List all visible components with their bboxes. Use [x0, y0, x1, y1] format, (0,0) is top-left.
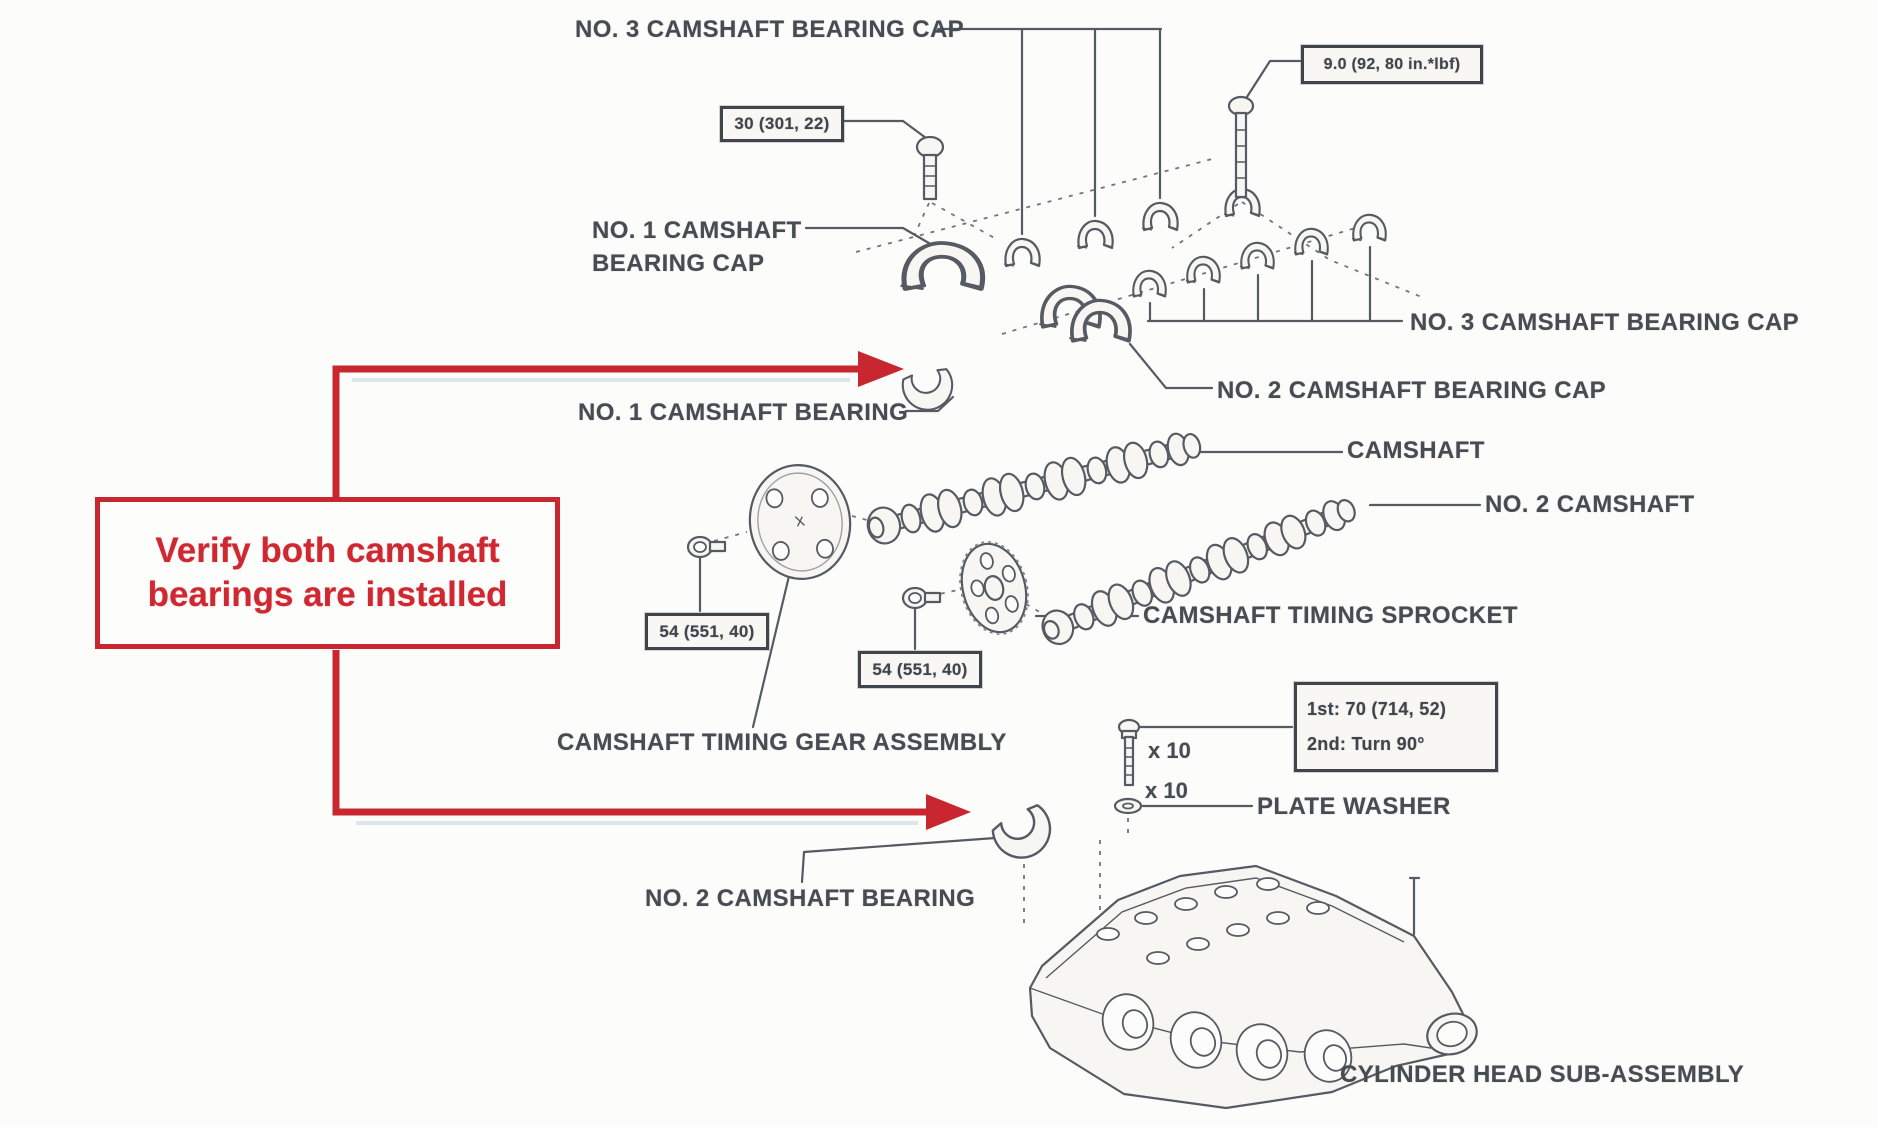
- timing-sprocket-bolt: [901, 586, 942, 610]
- label-head-bolt-quantity: x 10: [1148, 738, 1191, 763]
- camshaft-timing-gear-assembly-part: [748, 464, 852, 580]
- no2-camshaft-part: [1041, 499, 1356, 646]
- no1-camshaft-bearing-cap-part: [901, 243, 983, 289]
- cylinder-head-sub-assembly-part: [1028, 864, 1478, 1110]
- torque-spec-head-bolt-sequence: 1st: 70 (714, 52) 2nd: Turn 90°: [1294, 682, 1498, 772]
- label-camshaft-timing-gear-assembly: CAMSHAFT TIMING GEAR ASSEMBLY: [557, 729, 1007, 756]
- label-no3-bearing-cap-top: NO. 3 CAMSHAFT BEARING CAP: [575, 16, 965, 43]
- bearing-cap-bolt: [915, 135, 945, 201]
- small-cap-bolt: [1227, 95, 1255, 199]
- torque-spec-timing-gear-bolt: 54 (551, 40): [645, 613, 769, 650]
- cylinder-head-bolt: [1117, 718, 1141, 787]
- verify-bearings-note-line2: bearings are installed: [147, 575, 508, 614]
- no2-camshaft-bearing-cap-part: [1037, 284, 1132, 343]
- label-cylinder-head-sub-assembly: CYLINDER HEAD SUB-ASSEMBLY: [1340, 1061, 1745, 1088]
- label-plate-washer-quantity: x 10: [1145, 778, 1188, 803]
- label-no1-bearing-cap: NO. 1 CAMSHAFT BEARING CAP: [592, 214, 802, 280]
- plate-washer-part: [1113, 797, 1143, 815]
- label-no1-camshaft-bearing: NO. 1 CAMSHAFT BEARING: [578, 399, 909, 426]
- torque-spec-small-cap-bolt: 9.0 (92, 80 in.*lbf): [1301, 45, 1483, 84]
- torque-spec-head-bolt-step2: 2nd: Turn 90°: [1307, 734, 1425, 754]
- label-no2-bearing-cap: NO. 2 CAMSHAFT BEARING CAP: [1217, 377, 1607, 404]
- verify-bearings-note: Verify both camshaft bearings are instal…: [95, 497, 560, 649]
- label-no1-bearing-cap-line2: BEARING CAP: [592, 250, 765, 277]
- label-no2-camshaft-bearing: NO. 2 CAMSHAFT BEARING: [645, 885, 976, 912]
- label-no1-bearing-cap-line1: NO. 1 CAMSHAFT: [592, 217, 802, 244]
- torque-spec-bearing-cap-bolt: 30 (301, 22): [720, 106, 844, 142]
- no2-camshaft-bearing-part: [990, 803, 1054, 861]
- timing-gear-bolt: [686, 535, 727, 559]
- camshaft-part: [866, 432, 1202, 545]
- label-no2-camshaft: NO. 2 CAMSHAFT: [1485, 491, 1695, 518]
- red-annotation-arrows: [332, 351, 971, 830]
- label-no3-bearing-cap-right: NO. 3 CAMSHAFT BEARING CAP: [1410, 309, 1800, 336]
- torque-spec-head-bolt-step1: 1st: 70 (714, 52): [1307, 699, 1447, 719]
- label-camshaft: CAMSHAFT: [1347, 437, 1485, 464]
- label-plate-washer: PLATE WASHER: [1257, 793, 1451, 820]
- verify-bearings-note-line1: Verify both camshaft: [155, 530, 500, 570]
- camshaft-timing-sprocket-part: [959, 541, 1029, 635]
- torque-spec-timing-sprocket-bolt: 54 (551, 40): [858, 651, 982, 688]
- no3-camshaft-bearing-caps-back-row: [1002, 187, 1261, 268]
- label-camshaft-timing-sprocket: CAMSHAFT TIMING SPROCKET: [1143, 602, 1518, 629]
